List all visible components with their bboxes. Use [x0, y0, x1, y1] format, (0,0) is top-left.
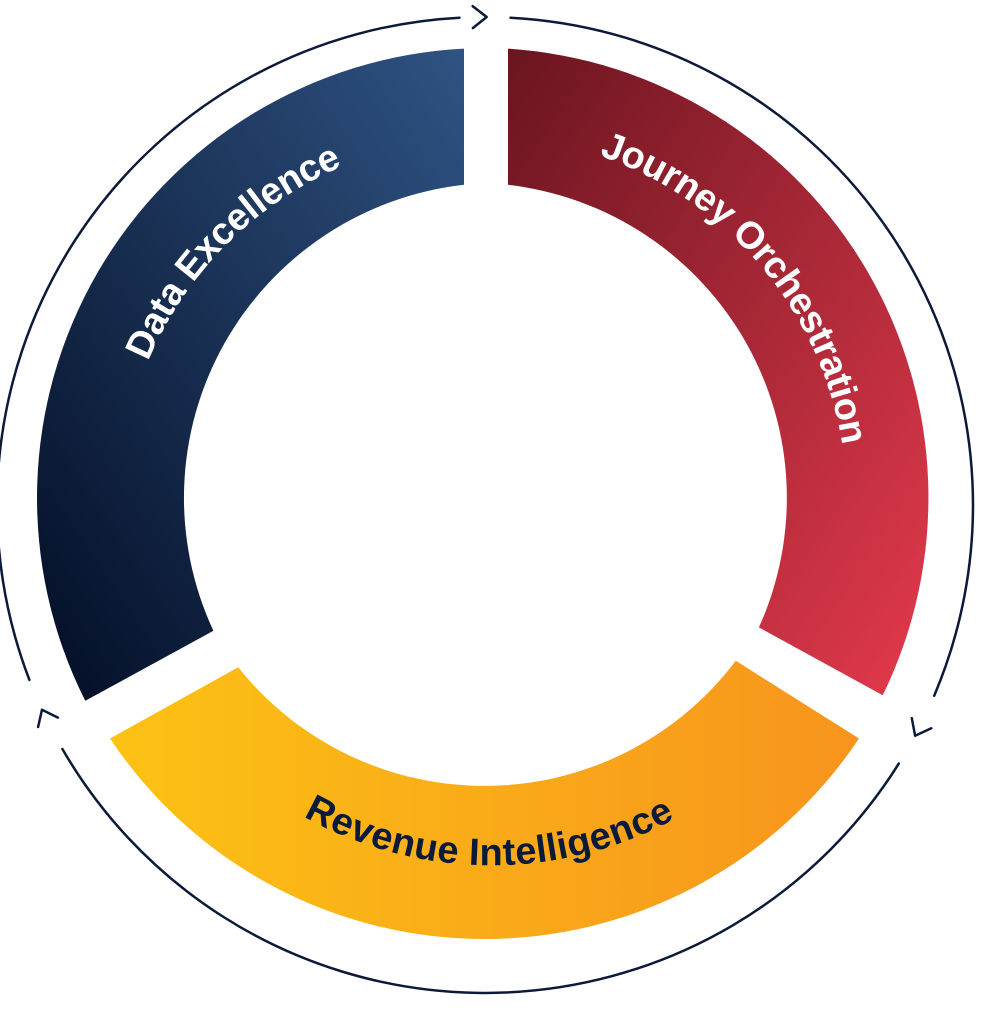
chevron-up-left-icon: [36, 708, 60, 729]
chevron-down-left-icon: [910, 716, 933, 737]
outer-cycle-ring: [0, 4, 975, 995]
segment-journey-orchestration: [508, 48, 929, 696]
outer-arc-bottom: [61, 747, 901, 995]
outer-arc-left: [0, 16, 461, 682]
segment-revenue-intelligence: [110, 660, 859, 940]
segment-data-excellence: [37, 48, 465, 701]
chevron-right-icon: [471, 4, 488, 30]
outer-arc-right: [509, 16, 975, 697]
